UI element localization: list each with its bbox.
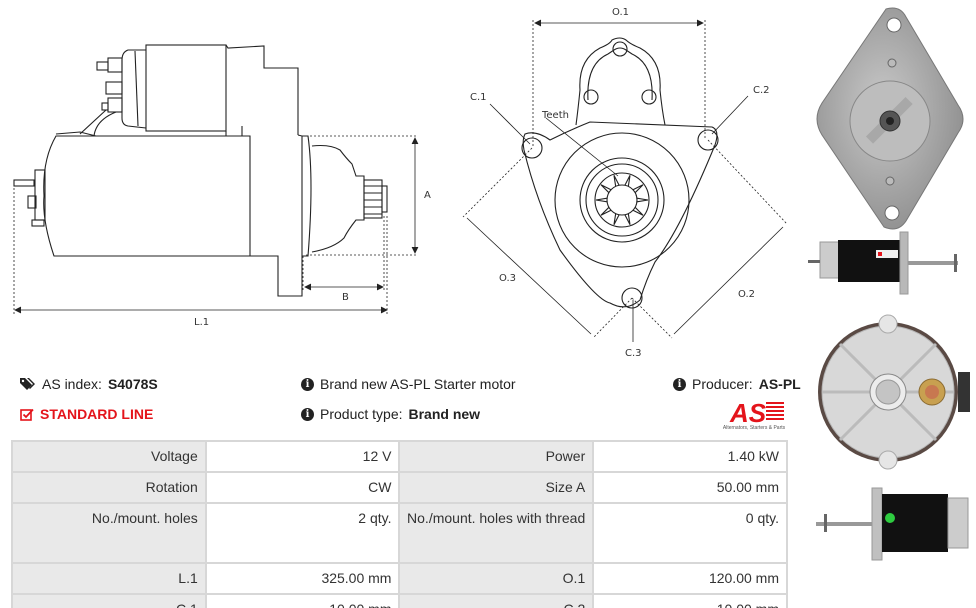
pinion-tooth bbox=[613, 213, 620, 225]
spec-value: 0 qty. bbox=[592, 502, 788, 564]
logo-text: AS bbox=[729, 398, 767, 426]
table-row: L.1 325.00 mm O.1 120.00 mm bbox=[11, 562, 788, 595]
rear-stud-top bbox=[13, 179, 35, 187]
pinion-tooth bbox=[595, 197, 608, 203]
standard-line-badge: STANDARD LINE bbox=[20, 406, 153, 422]
spec-key: Voltage bbox=[11, 440, 207, 473]
spec-key: Power bbox=[398, 440, 595, 473]
pinion-tooth bbox=[600, 206, 612, 216]
terminal-bottom bbox=[107, 97, 123, 113]
spec-value: 2 qty. bbox=[204, 502, 401, 564]
description: i Brand new AS-PL Starter motor bbox=[301, 376, 516, 392]
rear-stud-bottom bbox=[31, 219, 45, 227]
label-teeth: Teeth bbox=[541, 110, 569, 121]
spec-value: 10.00 mm bbox=[592, 593, 788, 608]
photo-side-left[interactable] bbox=[806, 228, 971, 298]
motor-body bbox=[43, 135, 251, 257]
pinion-outer bbox=[594, 172, 650, 228]
front-view-drawing: O.1 C.1 C.2 Teeth O.3 O.2 C.3 bbox=[462, 7, 788, 359]
pinion-tooth bbox=[624, 175, 631, 187]
side-view-drawing: A B L.1 bbox=[13, 44, 431, 328]
pinion-tooth bbox=[636, 197, 649, 203]
photo-side-right[interactable] bbox=[806, 484, 971, 564]
mount-hole-c1 bbox=[521, 137, 543, 159]
as-index-label: AS index: bbox=[42, 376, 102, 392]
spec-key: No./mount. holes bbox=[11, 502, 207, 564]
ear-hole-right bbox=[641, 89, 657, 105]
label-o1: O.1 bbox=[612, 7, 629, 18]
as-index-value: S4078S bbox=[107, 376, 158, 392]
product-type: i Product type: Brand new bbox=[301, 406, 480, 422]
spec-key: No./mount. holes with thread bbox=[398, 502, 595, 564]
description-text: Brand new AS-PL Starter motor bbox=[320, 376, 516, 392]
spec-value: 10.00 mm bbox=[204, 593, 401, 608]
table-row: C.1 10.00 mm C.2 10.00 mm bbox=[11, 593, 788, 608]
flange-outline bbox=[522, 121, 718, 308]
photo-flange-front[interactable] bbox=[808, 5, 970, 233]
spec-key: C.1 bbox=[11, 593, 207, 608]
producer: i Producer: AS-PL bbox=[673, 376, 801, 392]
spec-value: 120.00 mm bbox=[592, 562, 788, 595]
standard-line-label: STANDARD LINE bbox=[40, 406, 154, 422]
label-o3: O.3 bbox=[499, 273, 516, 284]
spec-table: Voltage 12 V Power 1.40 kW Rotation CW S… bbox=[11, 440, 788, 608]
pinion-tooth bbox=[632, 184, 644, 194]
label-c3: C.3 bbox=[625, 348, 642, 359]
pinion-teeth bbox=[595, 175, 649, 225]
info-circle-icon: i bbox=[301, 377, 314, 391]
product-type-value: Brand new bbox=[408, 406, 481, 422]
check-square-icon bbox=[20, 408, 34, 421]
pinion-tooth bbox=[600, 184, 612, 194]
solenoid-mount-outline bbox=[575, 37, 666, 126]
solenoid-cap bbox=[145, 44, 227, 132]
spec-value: 325.00 mm bbox=[204, 562, 401, 595]
as-pl-logo: AS Alternators, Starters & Parts bbox=[714, 398, 794, 434]
solenoid-body bbox=[146, 44, 299, 135]
spec-value: CW bbox=[204, 471, 401, 504]
terminal-mid bbox=[105, 81, 123, 95]
drive-nose bbox=[311, 144, 365, 253]
pinion-tooth bbox=[613, 175, 620, 187]
producer-label: Producer: bbox=[692, 376, 753, 392]
label-l1: L.1 bbox=[194, 317, 209, 328]
pinion-inner bbox=[606, 184, 638, 216]
producer-value: AS-PL bbox=[758, 376, 801, 392]
spec-value: 12 V bbox=[204, 440, 401, 473]
flange-face bbox=[554, 132, 690, 268]
terminal-top bbox=[107, 57, 123, 73]
ear-hole-left bbox=[583, 89, 599, 105]
spec-value: 1.40 kW bbox=[592, 440, 788, 473]
table-row: Rotation CW Size A 50.00 mm bbox=[11, 471, 788, 504]
product-photos bbox=[800, 0, 976, 608]
as-index: AS index: S4078S bbox=[20, 376, 158, 392]
pinion-tooth bbox=[632, 206, 644, 216]
solenoid-end bbox=[121, 49, 147, 129]
flange bbox=[250, 134, 303, 297]
spec-key: O.1 bbox=[398, 562, 595, 595]
info-circle-icon: i bbox=[301, 407, 314, 421]
label-c1: C.1 bbox=[470, 92, 487, 103]
spec-value: 50.00 mm bbox=[592, 471, 788, 504]
mount-hole-c3 bbox=[621, 287, 643, 309]
spec-key: L.1 bbox=[11, 562, 207, 595]
tags-icon bbox=[20, 378, 35, 390]
spec-key: C.2 bbox=[398, 593, 595, 608]
mount-hole-c2 bbox=[697, 129, 719, 151]
product-type-label: Product type: bbox=[320, 406, 403, 422]
label-o2: O.2 bbox=[738, 289, 755, 300]
spec-key: Size A bbox=[398, 471, 595, 504]
pinion-tooth bbox=[624, 213, 631, 225]
table-row: No./mount. holes 2 qty. No./mount. holes… bbox=[11, 502, 788, 564]
spec-key: Rotation bbox=[11, 471, 207, 504]
logo-subtitle: Alternators, Starters & Parts bbox=[722, 425, 786, 431]
info-circle-icon: i bbox=[673, 377, 686, 391]
label-a: A bbox=[424, 190, 431, 201]
ear-hole-top bbox=[612, 41, 628, 57]
label-b: B bbox=[342, 292, 349, 303]
table-row: Voltage 12 V Power 1.40 kW bbox=[11, 440, 788, 473]
label-c2: C.2 bbox=[753, 85, 770, 96]
photo-rear[interactable] bbox=[810, 312, 970, 472]
logo-mark: AS bbox=[729, 398, 784, 428]
